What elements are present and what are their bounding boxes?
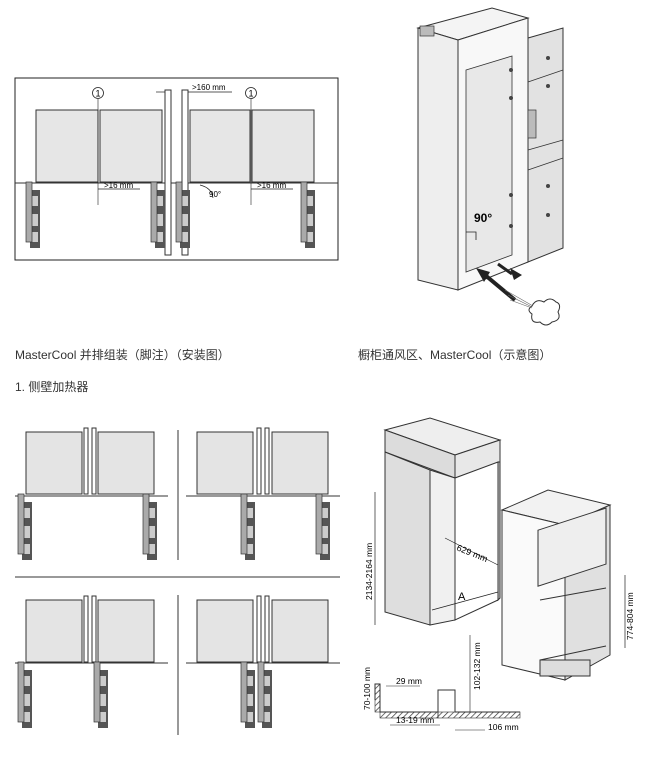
- callout-label: 1: [95, 89, 100, 99]
- dim-unit-height: 774-804 mm: [625, 592, 635, 640]
- airflow-in-arrow-icon: [476, 268, 490, 282]
- dim-13-19: 13-19 mm: [396, 715, 434, 725]
- angle-label: 90°: [209, 190, 221, 199]
- figure-dimensions: 2134-2164 mm 629 mm A 774-804 mm 70-100 …: [362, 417, 635, 732]
- left-unit-panel-b: [99, 109, 163, 183]
- fridge-base-grille: [539, 659, 591, 677]
- dim-106: 106 mm: [488, 722, 519, 732]
- callout-marker: [92, 87, 104, 99]
- figure-ventilation: 90°: [416, 7, 564, 326]
- partition-wall-right: [181, 89, 189, 256]
- dim-gap-top: >160 mm: [192, 83, 226, 92]
- hinge-icon: [25, 181, 41, 249]
- partition-wall: [164, 89, 172, 256]
- label-a: A: [458, 591, 466, 603]
- right-unit-panel-b: [251, 109, 315, 183]
- callout-label: 1: [248, 89, 253, 99]
- dim-left: >16 mm: [104, 181, 133, 190]
- dim-29: 29 mm: [396, 676, 422, 686]
- layout-variant: [186, 595, 340, 729]
- hinge-icon: [150, 181, 166, 249]
- right-unit-panel-a: [189, 109, 251, 183]
- caption-side-by-side: MasterCool 并排组装（脚注）（安装图）: [15, 348, 230, 362]
- callout-marker: [245, 87, 257, 99]
- footnote-side-wall-heater: 1. 侧壁加热器: [15, 380, 89, 394]
- caption-ventilation: 橱柜通风区、MasterCool（示意图）: [358, 348, 552, 362]
- air-cloud-icon: [528, 298, 561, 326]
- layout-variant: [186, 427, 340, 561]
- figure-side-by-side-installation: 1 1 >160 mm >16 mm >16 mm 90°: [14, 77, 339, 261]
- layout-variant: [15, 595, 168, 729]
- layout-variant: [15, 427, 168, 561]
- dim-right: >16 mm: [257, 181, 286, 190]
- ventilation-angle: 90°: [474, 211, 492, 225]
- dim-height: 2134-2164 mm: [364, 543, 374, 600]
- dim-102-132: 102-132 mm: [472, 642, 482, 690]
- left-unit-panel-a: [35, 109, 99, 183]
- hinge-icon: [300, 181, 316, 249]
- dim-70-100: 70-100 mm: [362, 667, 372, 710]
- figure-layout-variants: [15, 427, 340, 735]
- airflow-out-arrow-icon: [510, 268, 522, 280]
- hinge-icon: [175, 181, 191, 249]
